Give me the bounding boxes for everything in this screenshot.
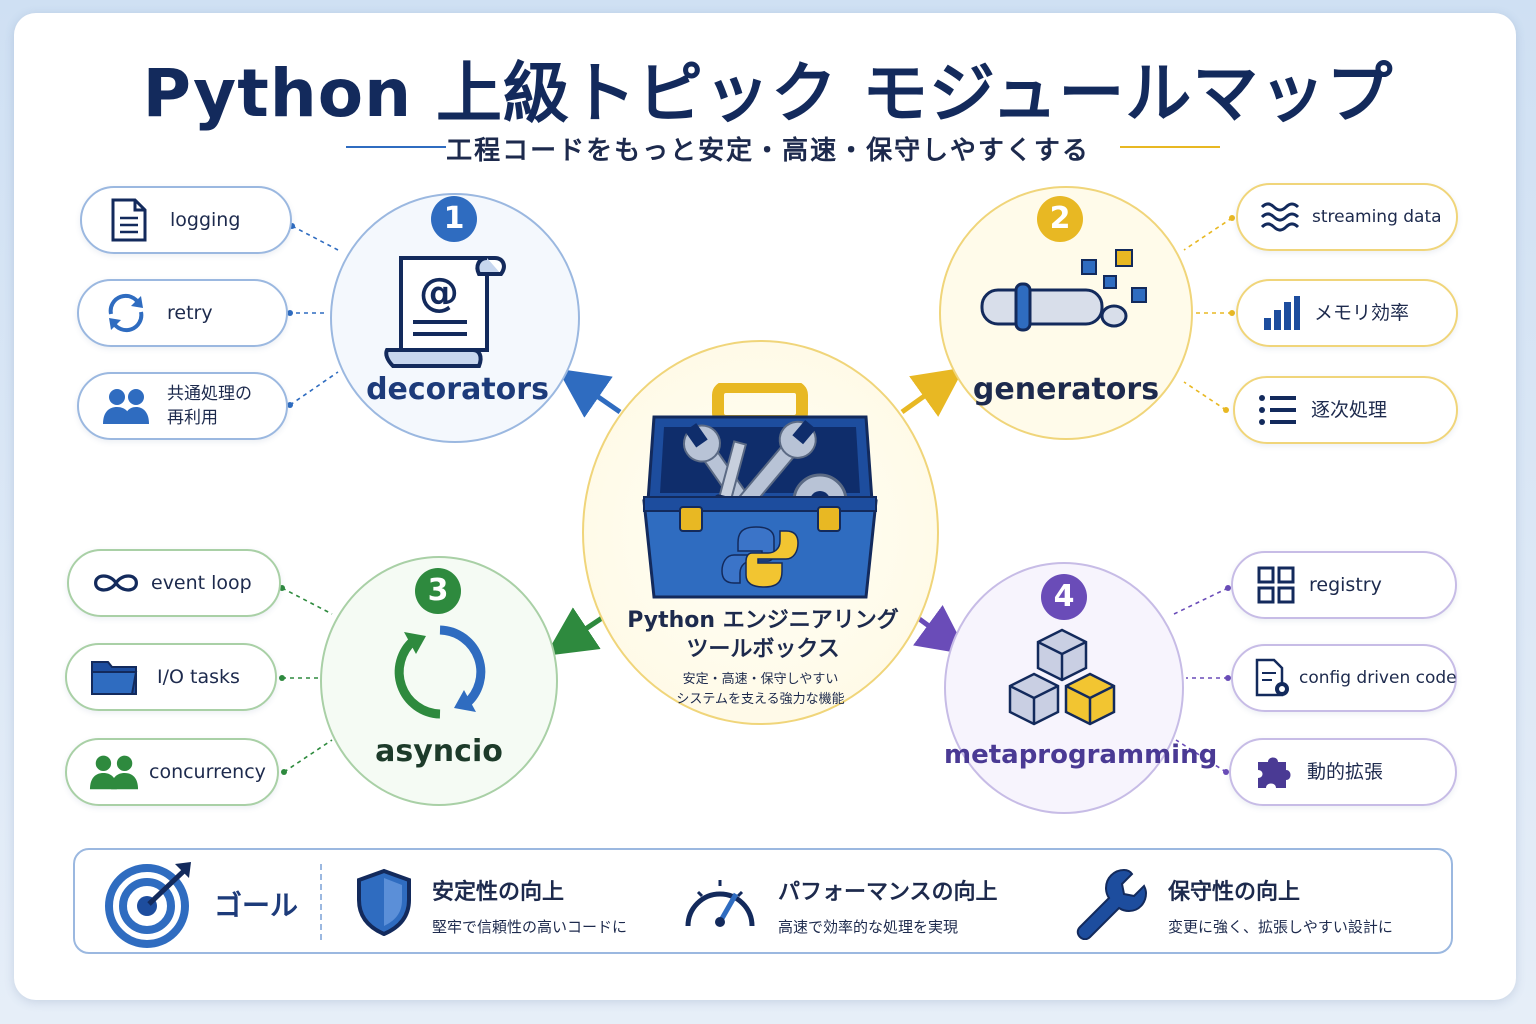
users-icon bbox=[101, 384, 151, 428]
goal-stability: 安定性の向上 堅牢で信頼性の高いコードに bbox=[432, 874, 627, 937]
page-subtitle: 工程コードをもっと安定・高速・保守しやすくする bbox=[446, 136, 1090, 166]
item-registry[interactable]: registry bbox=[1231, 551, 1457, 619]
cycle-arrows-icon bbox=[394, 625, 486, 719]
center-desc-line1: 安定・高速・保守しやすい bbox=[682, 672, 839, 687]
subtitle-rule-left bbox=[346, 146, 446, 148]
topic-badge-1: 1 bbox=[431, 196, 477, 242]
item-label-line1: 共通処理の bbox=[167, 384, 252, 404]
topic-label-asyncio: asyncio bbox=[375, 734, 503, 769]
topic-circle-metaprogramming[interactable] bbox=[944, 562, 1184, 814]
item-concurrency[interactable]: concurrency bbox=[65, 738, 279, 806]
item-label: 動的拡張 bbox=[1307, 761, 1384, 783]
item-logging[interactable]: logging bbox=[80, 186, 292, 254]
item-label: 逐次処理 bbox=[1311, 399, 1388, 421]
puzzle-icon bbox=[1253, 750, 1295, 794]
item-streaming-data[interactable]: streaming data bbox=[1236, 183, 1458, 251]
center-title-line2: ツールボックス bbox=[686, 637, 840, 662]
goal-desc: 変更に強く、拡張しやすい設計に bbox=[1168, 918, 1393, 936]
infinity-icon bbox=[91, 561, 141, 605]
item-label: logging bbox=[170, 209, 241, 231]
item-label: concurrency bbox=[149, 761, 266, 783]
scroll-at-icon: @ bbox=[384, 256, 506, 368]
goal-desc: 堅牢で信頼性の高いコードに bbox=[432, 918, 628, 936]
item-label: メモリ効率 bbox=[1314, 302, 1410, 324]
waves-icon bbox=[1260, 195, 1302, 239]
topic-label-metaprogramming: metaprogramming bbox=[944, 740, 1218, 770]
item-label: config driven code bbox=[1299, 668, 1457, 688]
item-common-reuse[interactable]: 共通処理の 再利用 bbox=[77, 372, 288, 440]
cubes-icon bbox=[1008, 628, 1116, 726]
refresh-icon bbox=[101, 291, 151, 335]
center-title-line1: Python エンジニアリング bbox=[627, 608, 899, 633]
pipe-icon bbox=[980, 249, 1147, 332]
folder-icon bbox=[89, 655, 139, 699]
goal-title: 保守性の向上 bbox=[1168, 880, 1301, 905]
item-label: I/O tasks bbox=[157, 666, 240, 688]
topic-label-decorators: decorators bbox=[366, 372, 549, 407]
toolbox-icon bbox=[642, 383, 878, 599]
goal-title: パフォーマンスの向上 bbox=[778, 880, 998, 905]
topic-badge-2: 2 bbox=[1037, 196, 1083, 242]
bar-chart-icon bbox=[1260, 291, 1302, 335]
config-file-icon bbox=[1253, 656, 1293, 700]
grid-icon bbox=[1255, 563, 1297, 607]
goal-maintainability: 保守性の向上 変更に強く、拡張しやすい設計に bbox=[1168, 874, 1393, 937]
topic-badge-4: 4 bbox=[1041, 574, 1087, 620]
subtitle-rule-right bbox=[1120, 146, 1220, 148]
list-icon bbox=[1257, 388, 1299, 432]
item-label: registry bbox=[1309, 574, 1382, 596]
topic-badge-3: 3 bbox=[415, 568, 461, 614]
center-desc-line2: システムを支える強力な機能 bbox=[676, 692, 845, 707]
item-io-tasks[interactable]: I/O tasks bbox=[65, 643, 277, 711]
goal-title: 安定性の向上 bbox=[432, 880, 565, 905]
goal-performance: パフォーマンスの向上 高速で効率的な処理を実現 bbox=[778, 874, 998, 937]
wrench-icon bbox=[1076, 868, 1148, 940]
document-icon bbox=[104, 198, 154, 242]
item-memory-efficiency[interactable]: メモリ効率 bbox=[1236, 279, 1458, 347]
topic-label-generators: generators bbox=[972, 372, 1160, 407]
item-label: 共通処理の 再利用 bbox=[167, 382, 252, 430]
shield-icon bbox=[357, 868, 411, 936]
svg-text:@: @ bbox=[419, 270, 459, 316]
goal-bar bbox=[73, 848, 1453, 954]
item-label: event loop bbox=[151, 572, 252, 594]
item-event-loop[interactable]: event loop bbox=[67, 549, 281, 617]
center-title: Python エンジニアリング ツールボックス bbox=[582, 606, 944, 664]
goal-label: ゴール bbox=[214, 889, 299, 922]
speedometer-icon bbox=[685, 880, 755, 927]
item-label-line2: 再利用 bbox=[167, 408, 218, 428]
center-description: 安定・高速・保守しやすい システムを支える強力な機能 bbox=[582, 670, 939, 710]
page-title: Python 上級トピック モジュールマップ bbox=[142, 55, 1394, 132]
item-sequential-processing[interactable]: 逐次処理 bbox=[1233, 376, 1458, 444]
goal-desc: 高速で効率的な処理を実現 bbox=[778, 918, 959, 936]
item-label: streaming data bbox=[1312, 207, 1442, 227]
target-icon bbox=[105, 862, 191, 948]
item-retry[interactable]: retry bbox=[77, 279, 288, 347]
users-icon bbox=[89, 750, 139, 794]
item-config-driven-code[interactable]: config driven code bbox=[1231, 644, 1457, 712]
item-dynamic-extension[interactable]: 動的拡張 bbox=[1229, 738, 1457, 806]
item-label: retry bbox=[167, 302, 213, 324]
goal-divider bbox=[320, 864, 322, 940]
